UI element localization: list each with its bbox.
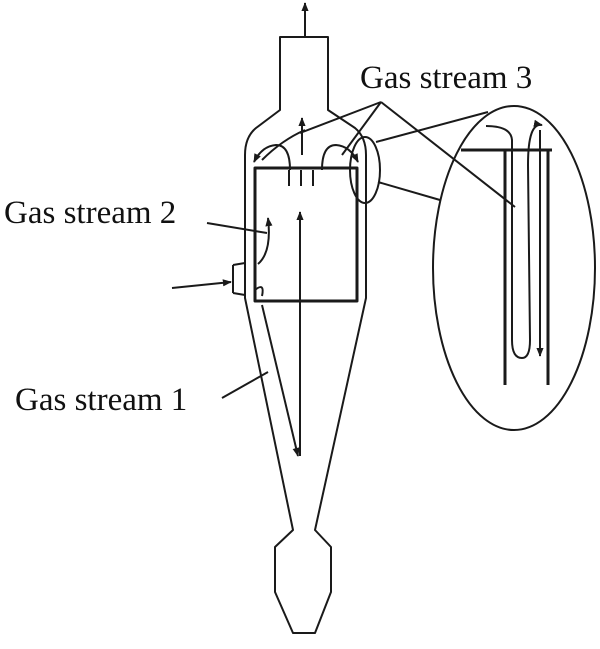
gas-stream-3-loop-left [253, 144, 291, 171]
gas-stream-3-leader-c [380, 101, 516, 208]
detail-region-marker [349, 136, 381, 204]
inlet-swirl-arrow [254, 286, 264, 297]
zoom-detail-flow-arrow [485, 119, 543, 359]
gas-stream-1-leader [221, 371, 269, 399]
cyclone-body-outline [244, 36, 367, 634]
zoom-connector-bottom [377, 181, 441, 201]
gas-stream-2-leader [206, 222, 268, 234]
zoom-connector-top [375, 111, 489, 143]
gas-stream-3-leader-b [341, 101, 382, 156]
gas-stream-3-upper-left [261, 129, 306, 161]
gas-stream-3-label: Gas stream 3 [360, 60, 533, 96]
vortex-finder [253, 166, 359, 303]
gas-stream-1-arrow [261, 304, 300, 457]
gas-stream-2-label: Gas stream 2 [4, 195, 177, 231]
vortex-top-flow-marks [288, 170, 314, 186]
gas-stream-1-label: Gas stream 1 [15, 382, 188, 418]
detail-zoom-ellipse [432, 105, 596, 431]
gas-stream-2-arrow [257, 217, 273, 265]
inlet-arrow [171, 279, 232, 289]
zoom-detail-walls [461, 148, 552, 385]
gas-stream-3-leader-a [299, 101, 382, 134]
inlet-duct [232, 262, 246, 296]
